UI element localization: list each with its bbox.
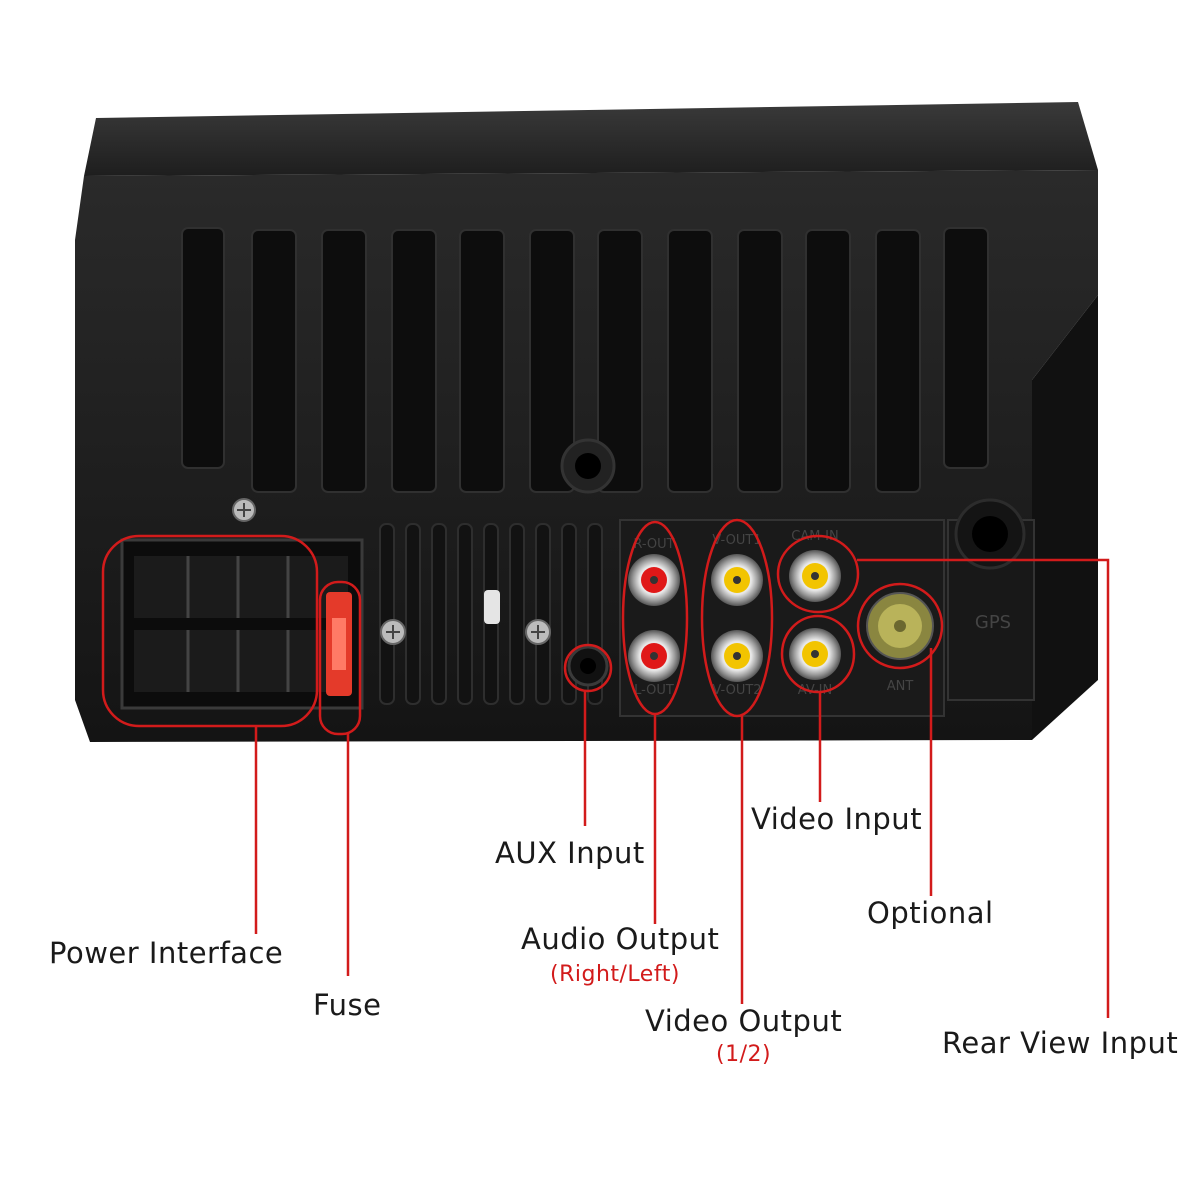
mount-hole [560, 438, 616, 494]
label-aux-input: AUX Input [495, 836, 645, 870]
label-power-interface: Power Interface [49, 936, 284, 970]
highlight-aux [563, 643, 613, 693]
screw-icon [525, 619, 551, 645]
highlight-video-input [780, 614, 856, 694]
power-connector [120, 538, 364, 710]
rca-jack-r-out [628, 554, 680, 606]
av-in-marking: AV-IN [798, 683, 832, 698]
highlight-rear-view [776, 534, 860, 614]
label-video-output-sub: (1/2) [716, 1042, 772, 1067]
highlight-fuse [318, 580, 362, 736]
rca-jack-vout1 [711, 554, 763, 606]
heat-sink-fins [181, 227, 989, 493]
fuse-component [326, 592, 352, 696]
rca-jack-cam-in [789, 550, 841, 602]
callout-lines [254, 558, 1110, 1018]
aux-jack [567, 645, 609, 687]
label-rear-view-input: Rear View Input [942, 1026, 1179, 1060]
label-audio-output-sub: (Right/Left) [550, 962, 680, 987]
r-out-marking: R-OUT [633, 537, 674, 552]
label-video-output: Video Output [645, 1004, 843, 1038]
label-video-input: Video Input [751, 802, 923, 836]
screw-icon [380, 619, 406, 645]
label-audio-output: Audio Output [521, 922, 720, 956]
l-out-marking: L-OUT [634, 683, 674, 698]
antenna-connector [866, 592, 934, 660]
rca-jack-l-out [628, 630, 680, 682]
highlight-optional [856, 582, 944, 670]
vout1-marking: V-OUT1 [712, 533, 761, 548]
rca-jack-av-in [789, 628, 841, 680]
screw-icon [232, 498, 256, 522]
highlight-video-output [700, 518, 774, 718]
vout2-marking: V-OUT2 [712, 683, 761, 698]
rca-jack-vout2 [711, 630, 763, 682]
label-optional: Optional [867, 896, 994, 930]
gps-port [947, 498, 1035, 701]
ant-marking: ANT [887, 679, 914, 694]
switch-tab [484, 590, 500, 624]
gps-marking: GPS [975, 612, 1011, 633]
label-fuse: Fuse [313, 988, 382, 1022]
highlight-power-interface [101, 534, 319, 728]
callout-highlights [101, 518, 944, 736]
